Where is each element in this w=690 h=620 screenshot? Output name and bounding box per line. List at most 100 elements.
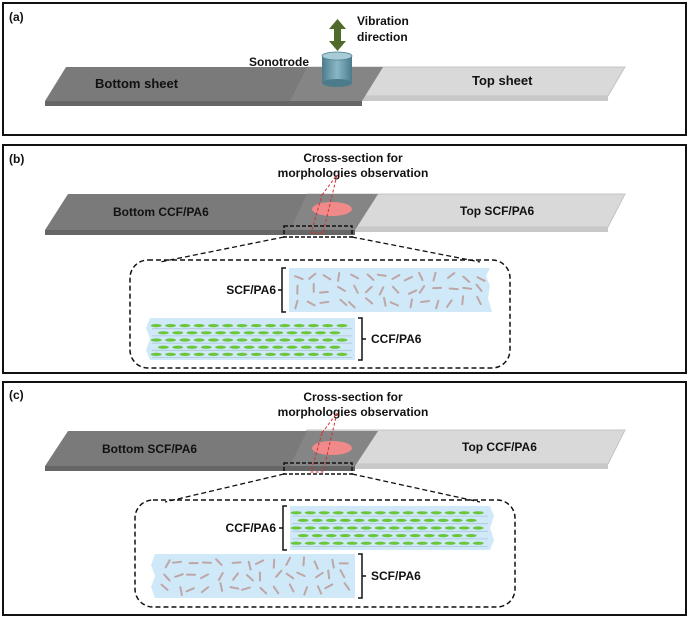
continuous-fiber (179, 352, 191, 356)
continuous-fiber (322, 324, 334, 328)
panel-b-frame (2, 144, 687, 374)
continuous-fiber (402, 541, 414, 545)
short-fiber (403, 275, 414, 282)
ccf-bracket (358, 317, 366, 361)
short-fiber (391, 274, 401, 280)
continuous-fiber (402, 511, 414, 515)
continuous-fiber (465, 534, 477, 538)
ccf-fibers (290, 511, 488, 547)
continuous-fiber (179, 338, 191, 342)
continuous-fiber (304, 511, 316, 515)
continuous-fiber (409, 518, 421, 523)
short-fiber (376, 273, 387, 277)
continuous-fiber (297, 534, 309, 538)
continuous-fiber (165, 338, 177, 342)
continuous-fiber (236, 324, 248, 328)
zoom-line-left (164, 473, 285, 503)
continuous-fiber (200, 345, 212, 349)
continuous-fiber (444, 541, 456, 545)
short-fiber (409, 298, 413, 309)
continuous-fiber (444, 511, 456, 515)
short-fiber (275, 569, 283, 578)
continuous-fiber (257, 345, 269, 349)
continuous-fiber (222, 352, 234, 356)
short-fiber (389, 301, 400, 307)
zoom-line-right (351, 236, 481, 263)
continuous-fiber (207, 338, 219, 342)
continuous-fiber (395, 534, 407, 538)
short-fiber (231, 561, 242, 564)
short-fiber (217, 572, 224, 581)
panel-a: (a) Sonotrode Vibration direction Bottom… (2, 2, 687, 136)
continuous-fiber (423, 534, 435, 538)
continuous-fiber (332, 541, 344, 545)
continuous-fiber (304, 526, 316, 530)
continuous-fiber (193, 324, 205, 328)
cross-section-label-line2: morphologies observation (278, 405, 429, 419)
sonotrode-label: Sonotrode (249, 55, 309, 69)
continuous-fiber (329, 345, 341, 349)
short-fiber (378, 286, 385, 296)
continuous-fiber (430, 511, 442, 515)
continuous-fiber (367, 518, 379, 523)
continuous-fiber (279, 324, 291, 328)
continuous-fiber (374, 526, 386, 530)
short-fiber (448, 287, 459, 291)
continuous-fiber (172, 331, 184, 335)
short-fiber (313, 560, 319, 570)
continuous-fiber (157, 331, 169, 335)
short-fiber (366, 273, 375, 281)
short-fiber (241, 586, 251, 591)
continuous-fiber (293, 352, 305, 356)
continuous-fiber (304, 541, 316, 545)
continuous-fiber (165, 352, 177, 356)
continuous-fiber (186, 331, 198, 335)
cross-section-plane-icon (310, 174, 338, 234)
short-fiber (418, 271, 424, 282)
continuous-fiber (200, 331, 212, 335)
continuous-fiber (150, 324, 162, 328)
scf-layer-block (289, 268, 492, 312)
continuous-fiber (332, 526, 344, 530)
top-sheet-edge (290, 464, 608, 469)
continuous-fiber (409, 534, 421, 538)
short-fiber (285, 556, 292, 566)
continuous-fiber (353, 534, 365, 538)
short-fiber (476, 276, 486, 282)
continuous-fiber (472, 511, 484, 515)
continuous-fiber (157, 345, 169, 349)
continuous-fiber (374, 511, 386, 515)
panel-b-label: (b) (9, 152, 24, 166)
continuous-fiber (236, 352, 248, 356)
continuous-fiber (451, 518, 463, 523)
short-fiber (476, 295, 482, 306)
continuous-fiber (297, 518, 309, 523)
panel-a-frame (2, 2, 687, 136)
continuous-fiber (451, 534, 463, 538)
continuous-fiber (336, 338, 348, 342)
continuous-fiber (458, 526, 470, 530)
short-fiber (288, 583, 295, 593)
ccf-bracket (279, 505, 287, 551)
continuous-fiber (193, 352, 205, 356)
short-fiber (308, 272, 317, 280)
continuous-fiber (339, 534, 351, 538)
upper-layer-label: CCF/PA6 (226, 521, 277, 535)
continuous-fiber (329, 331, 341, 335)
continuous-fiber (229, 345, 241, 349)
continuous-fiber (437, 534, 449, 538)
short-fiber (200, 586, 210, 594)
panel-c: (c) Cross-section for morphologies obser… (2, 381, 687, 616)
lower-layer-label: CCF/PA6 (371, 332, 422, 346)
short-fiber (343, 582, 351, 591)
continuous-fiber (381, 518, 393, 523)
short-fiber (322, 274, 332, 281)
top-sheet-label: Top sheet (472, 73, 533, 88)
short-fiber (316, 585, 323, 595)
continuous-fiber (430, 526, 442, 530)
top-sheet-label: Top CCF/PA6 (462, 440, 537, 454)
continuous-fiber (250, 324, 262, 328)
short-fiber (163, 573, 171, 582)
continuous-fiber (402, 526, 414, 530)
short-fiber (461, 295, 465, 306)
